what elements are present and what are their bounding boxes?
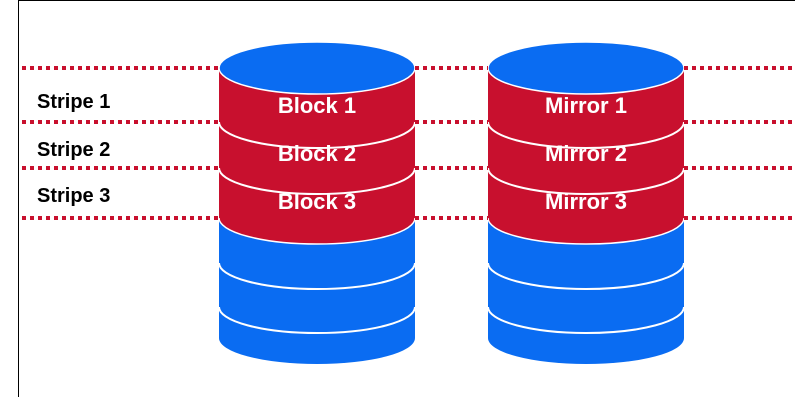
disk-primary-data-section xyxy=(219,68,415,244)
disk-mirror-separator-1 xyxy=(487,121,685,149)
stripe-label-2: Stripe 2 xyxy=(37,139,110,161)
block-label-2: Block 2 xyxy=(278,141,356,166)
disk-mirror-top-cap xyxy=(487,41,685,95)
disk-primary-separator-3 xyxy=(218,262,416,290)
stripe-label-3: Stripe 3 xyxy=(37,185,110,207)
disk-mirror-data-section xyxy=(488,68,684,244)
disk-primary-section-boundary xyxy=(218,217,416,245)
disk-mirror-separator-3 xyxy=(487,262,685,290)
disk-primary-separator-2 xyxy=(218,167,416,195)
disk-mirror-separator-4 xyxy=(487,306,685,334)
block-label-1: Block 1 xyxy=(278,93,356,118)
disk-primary-top-cap xyxy=(218,41,416,95)
mirror-label-3: Mirror 3 xyxy=(545,189,627,214)
mirror-label-2: Mirror 2 xyxy=(545,141,627,166)
disk-primary-separator-4 xyxy=(218,306,416,334)
disk-mirror xyxy=(487,41,685,364)
disk-mirror-separator-2 xyxy=(487,167,685,195)
disk-primary-empty-section xyxy=(219,218,415,364)
stripe-label-1: Stripe 1 xyxy=(37,91,110,113)
mirror-label-1: Mirror 1 xyxy=(545,93,627,118)
disk-mirror-section-boundary xyxy=(487,217,685,245)
disk-mirror-empty-section xyxy=(488,218,684,364)
disk-primary-separator-1 xyxy=(218,121,416,149)
block-label-3: Block 3 xyxy=(278,189,356,214)
